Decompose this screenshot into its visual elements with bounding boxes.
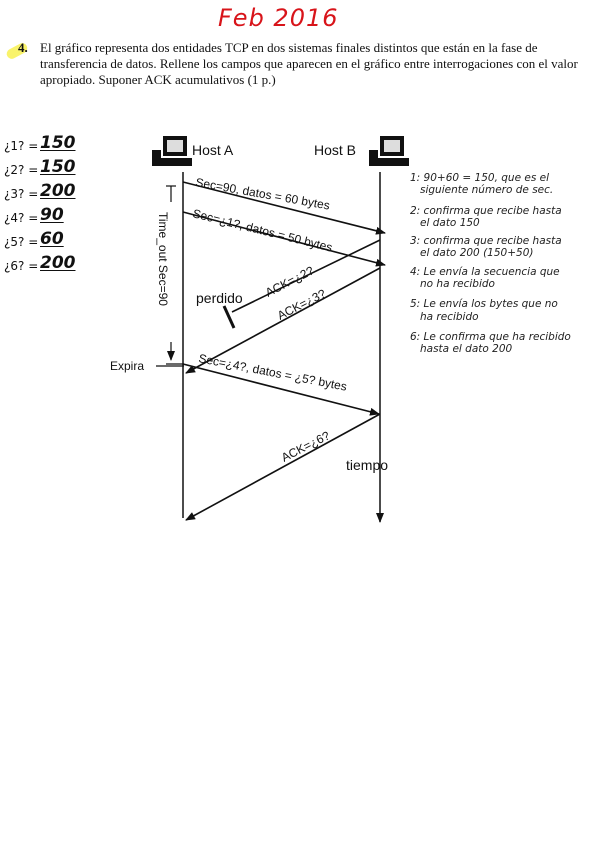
segment-arrow-2 bbox=[182, 211, 386, 267]
computer-icon bbox=[369, 136, 409, 166]
expira-label: Expira bbox=[110, 359, 144, 373]
answer-value-6: 200 bbox=[40, 253, 76, 273]
lost-mark bbox=[222, 305, 236, 329]
host-a-label: Host A bbox=[192, 142, 234, 158]
answer-label-6: ¿6? = bbox=[4, 259, 39, 273]
explanation-item-5: 5: Le envía los bytes que no ha recibido bbox=[410, 298, 558, 323]
answer-label-3: ¿3? = bbox=[4, 187, 39, 201]
answer-value-4: 90 bbox=[40, 205, 64, 225]
question-text: El gráfico representa dos entidades TCP … bbox=[40, 40, 578, 87]
handwritten-heading: Feb 2016 bbox=[218, 4, 339, 32]
answer-label-5: ¿5? = bbox=[4, 235, 39, 249]
segment-arrow-1 bbox=[182, 181, 386, 235]
explanation-item-3: 3: confirma que recibe hasta el dato 200… bbox=[410, 235, 562, 260]
host-b-label: Host B bbox=[314, 142, 356, 158]
ack-arrow-3 bbox=[185, 267, 381, 374]
answer-label-4: ¿4? = bbox=[4, 211, 39, 225]
answer-value-2: 150 bbox=[40, 157, 76, 177]
answer-value-1: 150 bbox=[40, 133, 76, 153]
ack-label-6: ACK=¿6? bbox=[279, 428, 332, 464]
explanations-list: 1: 90+60 = 150, que es el siguiente núme… bbox=[410, 172, 596, 356]
question-number: 4. bbox=[18, 40, 28, 55]
segment-arrow-4 bbox=[182, 363, 380, 416]
answer-value-3: 200 bbox=[40, 181, 76, 201]
computer-icon bbox=[152, 136, 192, 166]
segment-label-1: Sec=90, datos = 60 bytes bbox=[194, 175, 330, 212]
answer-label-2: ¿2? = bbox=[4, 163, 39, 177]
ack-arrow-6 bbox=[185, 413, 381, 521]
explanation-item-6: 6: Le confirma que ha recibido hasta el … bbox=[410, 330, 571, 356]
answer-value-5: 60 bbox=[40, 229, 64, 249]
explanation-item-2: 2: confirma que recibe hasta el dato 150 bbox=[410, 204, 562, 229]
explanation-item-4: 4: Le envía la secuencia que no ha recib… bbox=[410, 265, 560, 291]
ack-arrow-lost bbox=[231, 239, 381, 313]
answer-label-1: ¿1? = bbox=[4, 139, 39, 153]
time-label: tiempo bbox=[346, 457, 388, 473]
segment-label-2: Sec=¿1?, datos = 50 bytes bbox=[191, 206, 334, 254]
explanation-item-1: 1: 90+60 = 150, que es el siguiente núme… bbox=[410, 172, 554, 197]
timeout-label: Time_out Sec=90 bbox=[156, 212, 170, 306]
lost-label: perdido bbox=[196, 290, 243, 306]
